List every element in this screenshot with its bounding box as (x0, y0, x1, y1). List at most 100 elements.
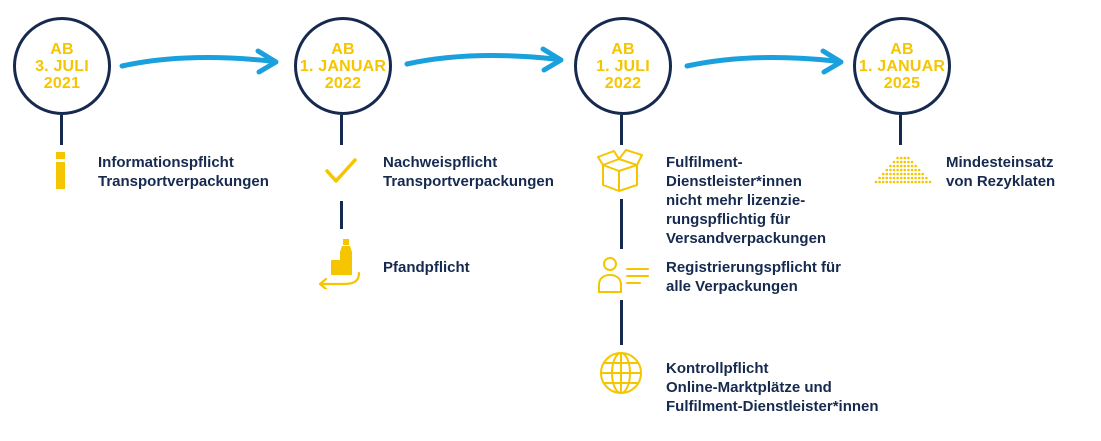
granule-dot (903, 164, 907, 168)
arrow-3-to-4 (684, 48, 844, 75)
granule-dot (899, 160, 903, 164)
granule-dot (921, 176, 925, 180)
milestone-3-item-1-label: Fulfilment- Dienstleister*innen nicht me… (666, 153, 826, 248)
milestone-4-connector (899, 115, 902, 145)
milestone-2-connector-2 (340, 201, 343, 229)
milestone-2-connector (340, 115, 343, 145)
label-line: Nachweispflicht (383, 154, 498, 171)
granule-dot (899, 180, 903, 184)
granule-dot (899, 172, 903, 176)
granule-dot (917, 168, 921, 172)
granule-dot (892, 160, 896, 164)
granule-dot (899, 156, 903, 160)
granule-dot (910, 180, 914, 184)
granule-dot (892, 180, 896, 184)
milestone-4-date-line-3: 2025 (883, 74, 921, 92)
granule-dot (896, 164, 899, 168)
milestone-3-date-line-3: 2022 (604, 74, 642, 92)
milestone-3-circle: AB 1. JULI 2022 (574, 17, 672, 115)
label-line: alle Verpackungen (666, 278, 798, 295)
granule-dot (917, 172, 921, 176)
granule-dot (917, 176, 921, 180)
granule-dot (907, 160, 910, 164)
person-registration-icon (598, 257, 649, 293)
granule-dot (907, 172, 910, 176)
milestone-3-date-line-2: 1. JULI (596, 57, 650, 75)
milestone-4-date-line-2: 1. JANUAR (858, 57, 946, 75)
granule-dot (921, 172, 925, 176)
arrow-1-to-2 (119, 48, 279, 75)
granule-dot (885, 168, 889, 172)
milestone-1-connector (60, 115, 63, 145)
milestone-2-date-line-2: 1. JANUAR (299, 57, 387, 75)
granule-dot (914, 168, 917, 172)
label-line: Fulfilment- (666, 154, 743, 171)
granule-dot (881, 176, 885, 180)
label-line: Pfandpflicht (383, 259, 470, 276)
granule-dot (899, 164, 903, 168)
milestone-3-connector (620, 115, 623, 145)
granule-dot (878, 176, 881, 180)
granule-dot (903, 172, 907, 176)
label-line: Transportverpackungen (383, 173, 554, 190)
granule-dot (896, 172, 899, 176)
granule-dot (892, 168, 896, 172)
granule-dot (889, 168, 892, 172)
globe-icon (600, 352, 642, 394)
granule-dot (896, 160, 899, 164)
granule-dot (881, 172, 885, 176)
milestone-1-item-1-label: Informationspflicht Transportverpackunge… (98, 153, 269, 191)
granule-dot (910, 172, 914, 176)
milestone-4-item-1-label: Mindesteinsatz von Rezyklaten (946, 153, 1055, 191)
label-line: rungspflichtig für (666, 211, 791, 228)
granule-dot (903, 176, 907, 180)
label-line: Transportverpackungen (98, 173, 269, 190)
granule-dot (928, 180, 932, 184)
granule-dot (889, 180, 892, 184)
milestone-2-item-2-label: Pfandpflicht (383, 258, 470, 277)
granule-dot (917, 180, 921, 184)
granule-dot (914, 180, 917, 184)
granule-dot (903, 156, 907, 160)
granule-dot (907, 164, 910, 168)
milestone-1-circle: AB 3. JULI 2021 (13, 17, 111, 115)
granule-dot (889, 176, 892, 180)
granule-dot (921, 180, 925, 184)
granule-dot (910, 160, 914, 164)
granule-dot (910, 168, 914, 172)
label-line: Mindesteinsatz (946, 154, 1054, 171)
granule-dot (889, 164, 892, 168)
milestone-4-circle: AB 1. JANUAR 2025 (853, 17, 951, 115)
milestone-2-date-line-1: AB (331, 40, 355, 58)
granule-dot (892, 172, 896, 176)
milestone-4-date-line-1: AB (890, 40, 914, 58)
milestone-2-item-1-label: Nachweispflicht Transportverpackungen (383, 153, 554, 191)
granule-dot (910, 176, 914, 180)
granule-dot (914, 176, 917, 180)
arrow-2-to-3 (404, 46, 564, 73)
granule-dot (899, 168, 903, 172)
granule-dot (874, 180, 878, 184)
granule-dot (925, 180, 928, 184)
granule-dot (896, 176, 899, 180)
granule-dot (885, 172, 889, 176)
label-line: Fulfilment-Dienstleister*innen (666, 398, 879, 415)
granule-dot (914, 164, 917, 168)
deposit-bottle-icon (318, 239, 361, 289)
granule-dot (914, 172, 917, 176)
granule-dot (910, 164, 914, 168)
granule-dot (885, 180, 889, 184)
milestone-3-connector-2 (620, 199, 623, 249)
label-line: Online-Marktplätze und (666, 379, 832, 396)
info-icon (56, 152, 65, 189)
granule-dot (925, 176, 928, 180)
granule-dot (892, 176, 896, 180)
milestone-1-date-line-1: AB (50, 40, 74, 58)
granule-dot (896, 180, 899, 184)
label-line: Kontrollpflicht (666, 360, 769, 377)
open-box-icon (597, 149, 643, 192)
granule-dot (907, 180, 910, 184)
granule-dot (899, 176, 903, 180)
granule-dot (903, 160, 907, 164)
